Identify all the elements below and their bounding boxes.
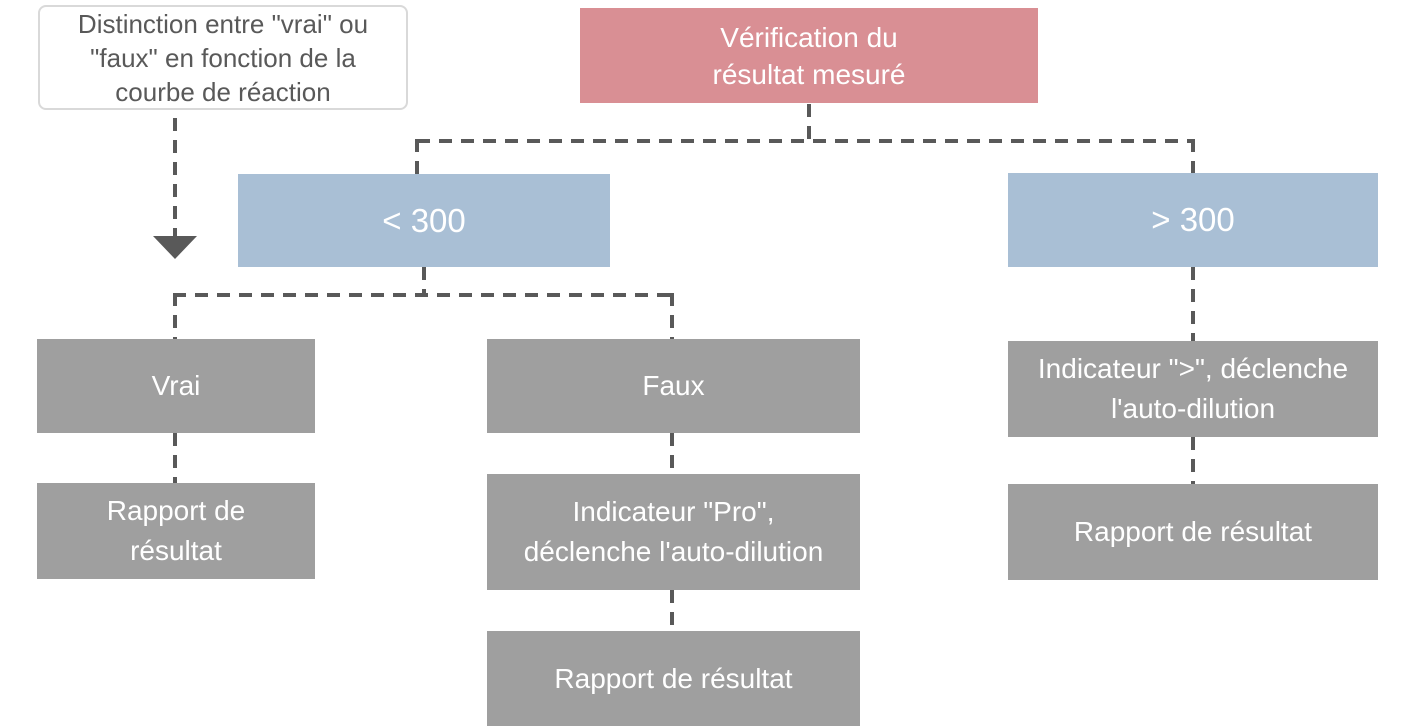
connector-to-faux	[670, 293, 674, 339]
report-pro-node: Rapport de résultat	[487, 631, 860, 726]
connector-to-vrai	[173, 293, 177, 339]
connector-to-gt300	[1191, 139, 1195, 173]
connector-indicator-report	[670, 590, 674, 631]
connector-root-down	[807, 104, 811, 141]
connector-root-branches	[417, 139, 1195, 143]
connector-to-lt300	[415, 139, 419, 174]
connector-lt300-down	[422, 267, 426, 295]
indicator-pro-node: Indicateur "Pro", déclenche l'auto-dilut…	[487, 474, 860, 590]
connector-lt300-split	[173, 293, 676, 297]
down-arrowhead-icon	[153, 236, 197, 259]
root-node: Vérification du résultat mesuré	[580, 8, 1038, 103]
vrai-node: Vrai	[37, 339, 315, 433]
connector-indicator-gt-report	[1191, 437, 1195, 484]
connector-vrai-report	[173, 433, 177, 483]
branch-lt300-node: < 300	[238, 174, 610, 267]
connector-faux-indicator	[670, 433, 674, 474]
connector-note-down	[173, 118, 177, 238]
connector-gt300-indicator	[1191, 267, 1195, 341]
report-vrai-node: Rapport de résultat	[37, 483, 315, 579]
branch-gt300-node: > 300	[1008, 173, 1378, 267]
report-gt-node: Rapport de résultat	[1008, 484, 1378, 580]
indicator-gt-node: Indicateur ">", déclenche l'auto-dilutio…	[1008, 341, 1378, 437]
faux-node: Faux	[487, 339, 860, 433]
note-box: Distinction entre "vrai" ou "faux" en fo…	[38, 5, 408, 110]
